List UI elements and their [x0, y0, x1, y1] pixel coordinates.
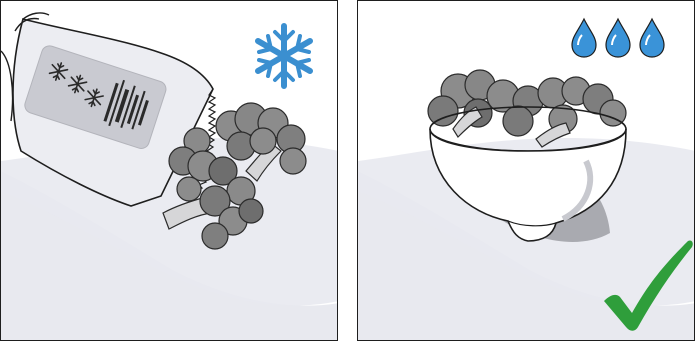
- water-drop-icon: [640, 19, 664, 57]
- snowflake-icon: [258, 26, 310, 86]
- broccoli-icon: [428, 70, 626, 147]
- water-drop-icon: [606, 19, 630, 57]
- water-drop-icon: [572, 19, 596, 57]
- frozen-illustration: [1, 1, 338, 341]
- water-drops: [572, 19, 664, 57]
- frozen-panel: [0, 0, 338, 341]
- defrosted-panel: [357, 0, 695, 341]
- defrosted-illustration: [358, 1, 695, 341]
